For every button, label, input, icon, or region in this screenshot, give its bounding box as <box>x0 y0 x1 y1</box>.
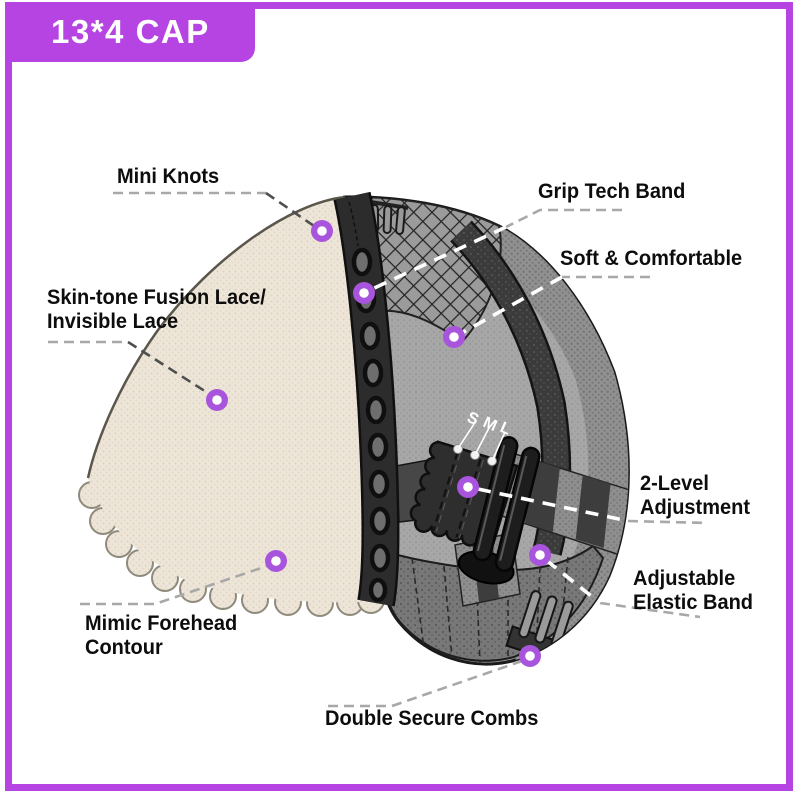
callout-combs: Double Secure Combs <box>325 706 538 730</box>
band-eyelets <box>351 247 391 603</box>
callout-soft-comfortable: Soft & Comfortable <box>560 246 742 270</box>
strap-hook <box>457 436 541 585</box>
callout-forehead-line1: Mimic Forehead <box>85 611 238 635</box>
marker-grip <box>353 282 375 304</box>
size-holes <box>453 444 497 466</box>
lace-front <box>78 195 385 617</box>
size-mark-m: M <box>480 414 499 435</box>
leader-combs <box>328 659 523 708</box>
leader-grip <box>505 208 622 229</box>
callout-elastic-line2: Elastic Band <box>633 590 754 614</box>
lace-edge-band <box>333 191 400 607</box>
callout-grip-tech-band: Grip Tech Band <box>538 179 685 203</box>
callout-fusion-lace: Skin-tone Fusion Lace/ Invisible Lace <box>47 285 266 333</box>
callout-markers <box>206 220 551 667</box>
callout-two-level-line2: Adjustment <box>640 495 750 519</box>
page-title: 13*4 CAP <box>51 13 210 50</box>
marker-elastic <box>529 544 551 566</box>
callout-mini-knots-label: Mini Knots <box>117 164 220 188</box>
leader-two-level <box>627 519 709 525</box>
leader-elastic <box>599 601 701 619</box>
title-banner: 13*4 CAP <box>5 2 255 62</box>
callout-fusion-lace-line2: Invisible Lace <box>47 309 179 333</box>
callout-fusion-lace-line1: Skin-tone Fusion Lace/ <box>47 285 266 309</box>
marker-soft <box>443 326 465 348</box>
marker-combs <box>519 645 541 667</box>
marker-two-level <box>457 476 479 498</box>
marker-lace <box>206 389 228 411</box>
callout-forehead: Mimic Forehead Contour <box>85 611 237 659</box>
callout-two-level: 2-Level Adjustment <box>640 471 750 519</box>
leader-lines <box>48 191 709 708</box>
cap-illustration <box>78 191 630 666</box>
marker-forehead <box>265 550 287 572</box>
callout-combs-label: Double Secure Combs <box>325 706 539 730</box>
callout-soft-label: Soft & Comfortable <box>560 246 743 270</box>
marker-mini-knots <box>311 220 333 242</box>
leader-forehead <box>80 563 271 606</box>
callout-forehead-line2: Contour <box>85 635 163 659</box>
callout-mini-knots: Mini Knots <box>117 164 219 188</box>
callout-two-level-line1: 2-Level <box>640 471 709 495</box>
callout-elastic-band: Adjustable Elastic Band <box>633 566 753 614</box>
callout-elastic-line1: Adjustable <box>633 566 736 590</box>
callout-grip-label: Grip Tech Band <box>538 179 686 203</box>
